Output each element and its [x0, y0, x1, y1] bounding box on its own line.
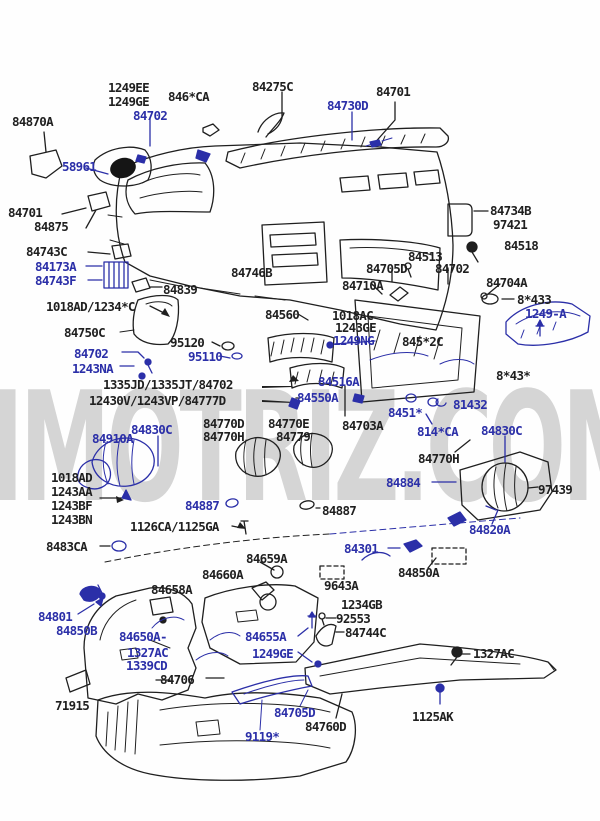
part-label: 84702	[133, 108, 168, 123]
part-label: 84839	[163, 282, 198, 297]
part-label: 84850B	[56, 623, 98, 638]
part-label: 8*433	[517, 292, 552, 307]
dash-assembly-blue	[76, 111, 591, 731]
part-label: 84887	[185, 498, 220, 513]
part-label: 84760D	[305, 719, 347, 734]
part-label: 81432	[453, 397, 488, 412]
part-label: 84770H	[418, 451, 460, 466]
part-label: 8451*	[388, 405, 423, 420]
part-label: 84703A	[342, 418, 384, 433]
part-label: 846*CA	[168, 89, 210, 104]
part-label: 1125AK	[412, 709, 454, 724]
part-label: 1335JD/1335JT/84702	[103, 377, 233, 392]
speaker-icon	[110, 157, 136, 179]
part-label: 84705D	[366, 261, 408, 276]
part-label: 1339CD	[126, 658, 168, 673]
part-label: 84650A-	[119, 629, 167, 644]
part-label: 84887	[322, 503, 357, 518]
part-label: 9643A	[324, 578, 359, 593]
part-label: 1243BN	[51, 512, 93, 527]
part-label: 84705D	[274, 705, 316, 720]
part-label: 1249-A	[525, 306, 567, 321]
part-label: 84701	[376, 84, 411, 99]
part-label: 814*CA	[417, 424, 459, 439]
part-label: 1243BF	[51, 498, 93, 513]
part-label: 1243AA	[51, 484, 93, 499]
part-label: 84779	[276, 429, 311, 444]
part-label: 84910A	[92, 431, 134, 446]
part-label: 1018AD	[51, 470, 93, 485]
part-label: 97439	[538, 482, 573, 497]
part-label: 84830C	[131, 422, 173, 437]
part-label: 97421	[493, 217, 528, 232]
part-label: 84660A	[202, 567, 244, 582]
part-label: 84743F	[35, 273, 77, 288]
part-label: 84706	[160, 672, 195, 687]
part-label: 84730D	[327, 98, 369, 113]
part-label: 1243NA	[72, 361, 114, 376]
part-label: 84820A	[469, 522, 511, 537]
part-label: 84701	[8, 205, 43, 220]
part-label: 1126CA/1125GA	[130, 519, 219, 534]
part-label: 8483CA	[46, 539, 88, 554]
part-label: 92553	[336, 611, 371, 626]
part-label: 9119*	[245, 729, 280, 744]
part-label: 84702	[435, 261, 470, 276]
part-label: 84734B	[490, 203, 532, 218]
part-label: 84850A	[398, 565, 440, 580]
part-label: 1249NG	[333, 333, 375, 348]
part-label: 84516A	[318, 374, 360, 389]
part-label: 84173A	[35, 259, 77, 274]
part-label: 84275C	[252, 79, 294, 94]
part-label: 84702	[74, 346, 109, 361]
part-label: 84301	[344, 541, 379, 556]
part-label: 1234GB	[341, 597, 383, 612]
part-label: 84658A	[151, 582, 193, 597]
dash-assembly-black	[29, 91, 557, 781]
part-label: 1018AD/1234*C	[46, 299, 135, 314]
part-label: 12430V/1243VP/84777D	[89, 393, 226, 408]
part-label: 84704A	[486, 275, 528, 290]
part-label: 84770E	[268, 416, 310, 431]
part-label: 1249GE	[252, 646, 294, 661]
part-label: 84746B	[231, 265, 273, 280]
part-label: 1249EE	[108, 80, 150, 95]
part-label: 84659A	[246, 551, 288, 566]
part-label: 84560	[265, 307, 300, 322]
part-label: 95120	[170, 335, 205, 350]
part-label: 84513	[408, 249, 443, 264]
part-label: 71915	[55, 698, 90, 713]
part-label: 1243GE	[335, 320, 377, 335]
part-label: 84743C	[26, 244, 68, 259]
part-label: 84744C	[345, 625, 387, 640]
part-label: 84870A	[12, 114, 54, 129]
part-label: 84770H	[203, 429, 245, 444]
part-label: 8*43*	[496, 368, 531, 383]
arrowheads-black	[116, 308, 300, 529]
part-label: 84830C	[481, 423, 523, 438]
part-label: 84801	[38, 609, 73, 624]
part-label: 84655A	[245, 629, 287, 644]
part-label: 1249GE	[108, 94, 150, 109]
part-label: 84750C	[64, 325, 106, 340]
part-label: 95110	[188, 349, 223, 364]
part-label: 58961	[62, 159, 97, 174]
part-label: 84875	[34, 219, 69, 234]
part-label: 1327AC	[473, 646, 515, 661]
part-label: 845*2C	[402, 334, 444, 349]
part-label: 84710A	[342, 278, 384, 293]
part-label: 1018AC	[332, 308, 374, 323]
part-label: 84884	[386, 475, 421, 490]
part-label: 1327AC	[127, 645, 169, 660]
part-label: 84518	[504, 238, 539, 253]
part-label: 84770D	[203, 416, 245, 431]
part-label: 84550A	[297, 390, 339, 405]
